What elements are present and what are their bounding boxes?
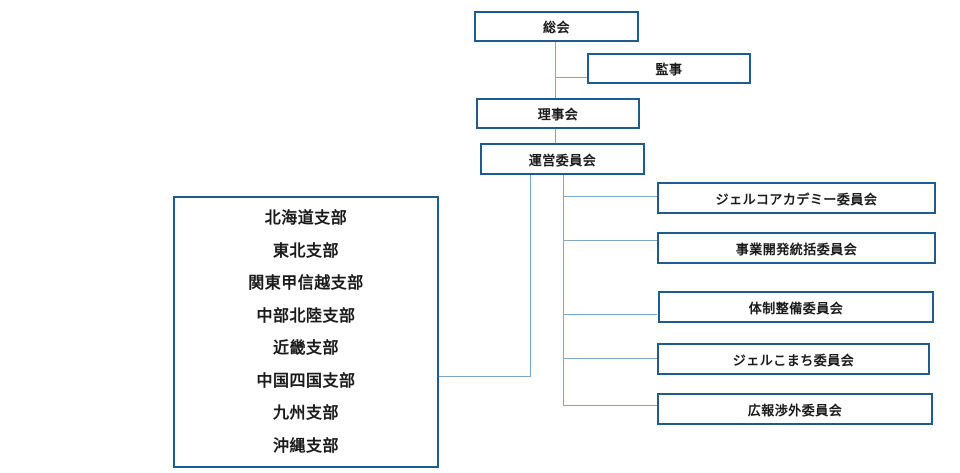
committee-box-4: ジェルこまち委員会 xyxy=(657,343,930,375)
committee-label: 事業開発統括委員会 xyxy=(735,242,858,258)
committee-label: ジェルこまち委員会 xyxy=(732,353,855,369)
connector-committee-1 xyxy=(563,196,657,197)
connector-board-to-steering xyxy=(555,129,556,144)
branch-label: 沖縄支部 xyxy=(272,435,339,455)
connector-committee-2 xyxy=(563,240,657,241)
steering-committee-box: 運営委員会 xyxy=(480,143,645,175)
connector-committee-4 xyxy=(563,358,657,359)
connector-general-to-board xyxy=(555,42,556,99)
branch-label: 九州支部 xyxy=(272,403,339,422)
connector-branches-trunk xyxy=(530,175,531,376)
committee-box-5: 広報渉外委員会 xyxy=(657,393,933,425)
general-meeting-box: 総会 xyxy=(474,11,639,42)
connector-committee-5 xyxy=(563,405,657,406)
committee-label: ジェルコアカデミー委員会 xyxy=(715,192,878,208)
general-meeting-label: 総会 xyxy=(542,21,570,36)
branches-box: 北海道支部 東北支部 関東甲信越支部 中部北陸支部 近畿支部 中国四国支部 九州… xyxy=(173,196,439,468)
branch-label: 北海道支部 xyxy=(264,208,348,227)
connector-to-auditor xyxy=(555,77,588,78)
branch-label: 中国四国支部 xyxy=(256,370,356,390)
committee-label: 体制整備委員会 xyxy=(748,301,844,317)
branch-label: 中部北陸支部 xyxy=(256,305,356,325)
board-box: 理事会 xyxy=(476,98,640,129)
branch-label: 近畿支部 xyxy=(272,338,339,357)
committee-box-3: 体制整備委員会 xyxy=(658,291,934,323)
committee-label: 広報渉外委員会 xyxy=(747,403,843,419)
branch-label: 関東甲信越支部 xyxy=(248,273,364,292)
committee-box-1: ジェルコアカデミー委員会 xyxy=(657,182,936,214)
steering-committee-label: 運営委員会 xyxy=(528,153,597,169)
board-label: 理事会 xyxy=(537,108,579,123)
committee-box-2: 事業開発統括委員会 xyxy=(657,232,936,264)
auditor-box: 監事 xyxy=(587,53,751,84)
auditor-label: 監事 xyxy=(655,63,683,78)
connector-committee-3 xyxy=(563,314,657,315)
connector-committees-trunk xyxy=(563,175,564,406)
branch-label: 東北支部 xyxy=(272,240,339,260)
connector-to-branches xyxy=(439,376,531,377)
